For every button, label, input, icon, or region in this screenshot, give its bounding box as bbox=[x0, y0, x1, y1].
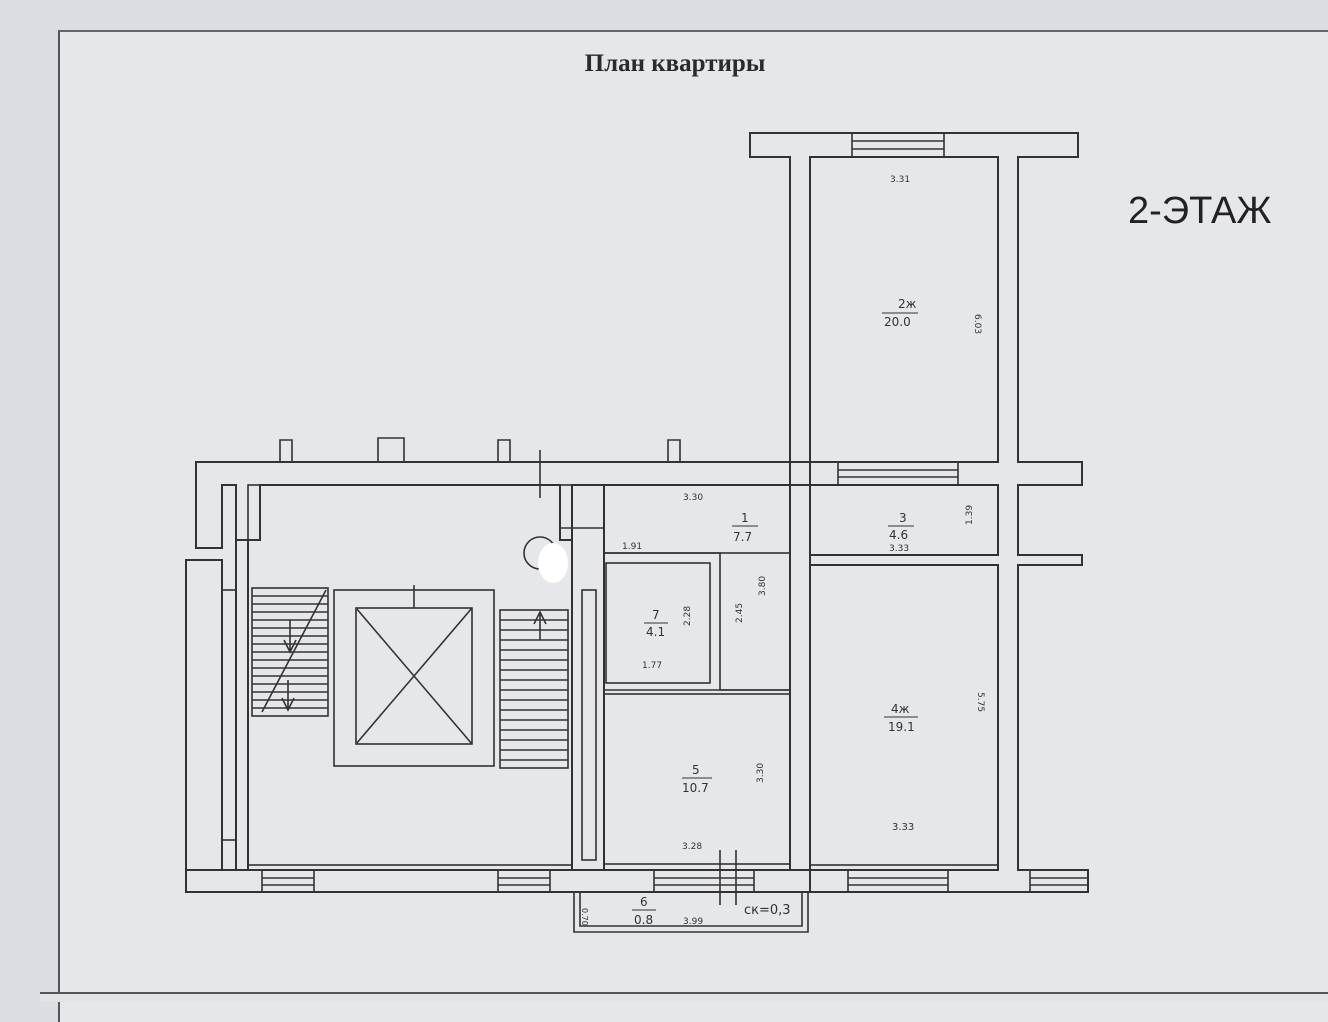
windows bbox=[261, 132, 1089, 905]
staircase-left bbox=[251, 587, 329, 717]
dim-room1-inner: 1.91 bbox=[622, 542, 642, 552]
room-area: 4.6 bbox=[889, 528, 908, 542]
room-number: 3 bbox=[899, 511, 907, 525]
dim-room1-length: 3.80 bbox=[758, 576, 768, 596]
room-3-label: 3 4.6 bbox=[888, 511, 914, 542]
room-4-label: 4ж 19.1 bbox=[884, 702, 918, 734]
staircase-right bbox=[499, 609, 569, 769]
dim-room3-width: 3.33 bbox=[889, 544, 909, 554]
room-2-label: 2ж 20.0 bbox=[882, 297, 918, 329]
dim-room2-width: 3.31 bbox=[890, 175, 910, 185]
dim-balcony-depth: 0.70 bbox=[580, 908, 589, 926]
dim-room1-width: 3.30 bbox=[683, 493, 703, 503]
wall-pilasters bbox=[279, 437, 681, 462]
room-number: 4ж bbox=[891, 702, 910, 716]
dimension-labels: 3.31 6.03 3.30 1.91 3.80 2.45 3.33 1.39 … bbox=[580, 175, 985, 927]
room-5-label: 5 10.7 bbox=[682, 763, 712, 795]
paper-mark bbox=[538, 543, 568, 583]
floor-label: 2-ЭТАЖ bbox=[1128, 190, 1272, 232]
room-number: 1 bbox=[741, 511, 749, 525]
room-area: 4.1 bbox=[646, 625, 665, 639]
balcony bbox=[573, 892, 809, 933]
room-number: 7 bbox=[652, 608, 660, 622]
room-area: 19.1 bbox=[888, 720, 915, 734]
drawing-sheet bbox=[58, 30, 1328, 1022]
room-6-label: 6 0.8 bbox=[632, 895, 656, 927]
dim-room1-side: 2.45 bbox=[735, 603, 745, 623]
room-area: 7.7 bbox=[733, 530, 752, 544]
elevator-shaft bbox=[333, 585, 495, 767]
room-area: 20.0 bbox=[884, 315, 911, 329]
inner-partitions bbox=[221, 156, 999, 866]
room-area: 10.7 bbox=[682, 781, 709, 795]
room-1-label: 1 7.7 bbox=[732, 511, 758, 544]
plan-title: План квартиры bbox=[584, 50, 766, 77]
room-7-label: 7 4.1 bbox=[644, 608, 668, 639]
room-number: 6 bbox=[640, 895, 648, 909]
ceiling-note: ск=0,3 bbox=[744, 903, 791, 918]
dim-room2-length: 6.03 bbox=[972, 314, 982, 334]
room-area: 0.8 bbox=[634, 913, 653, 927]
room-number: 5 bbox=[692, 763, 700, 777]
dim-room7-height: 2.28 bbox=[683, 606, 693, 626]
dim-room5-length: 3.30 bbox=[756, 763, 766, 783]
dim-room4-width: 3.33 bbox=[892, 822, 914, 833]
dim-room3-length: 1.39 bbox=[965, 505, 975, 525]
dim-balcony-width: 3.99 bbox=[683, 917, 703, 927]
dim-room4-length: 5.75 bbox=[975, 692, 985, 712]
title-block-strip bbox=[40, 992, 1328, 1002]
dim-room5-width: 3.28 bbox=[682, 842, 702, 852]
floor-plan: 2ж 20.0 1 7.7 3 4.6 4ж 19.1 7 4.1 5 10.7… bbox=[185, 132, 1089, 933]
dim-room7-width: 1.77 bbox=[642, 661, 662, 671]
outer-walls bbox=[185, 132, 1089, 893]
room-number: 2ж bbox=[898, 297, 917, 311]
